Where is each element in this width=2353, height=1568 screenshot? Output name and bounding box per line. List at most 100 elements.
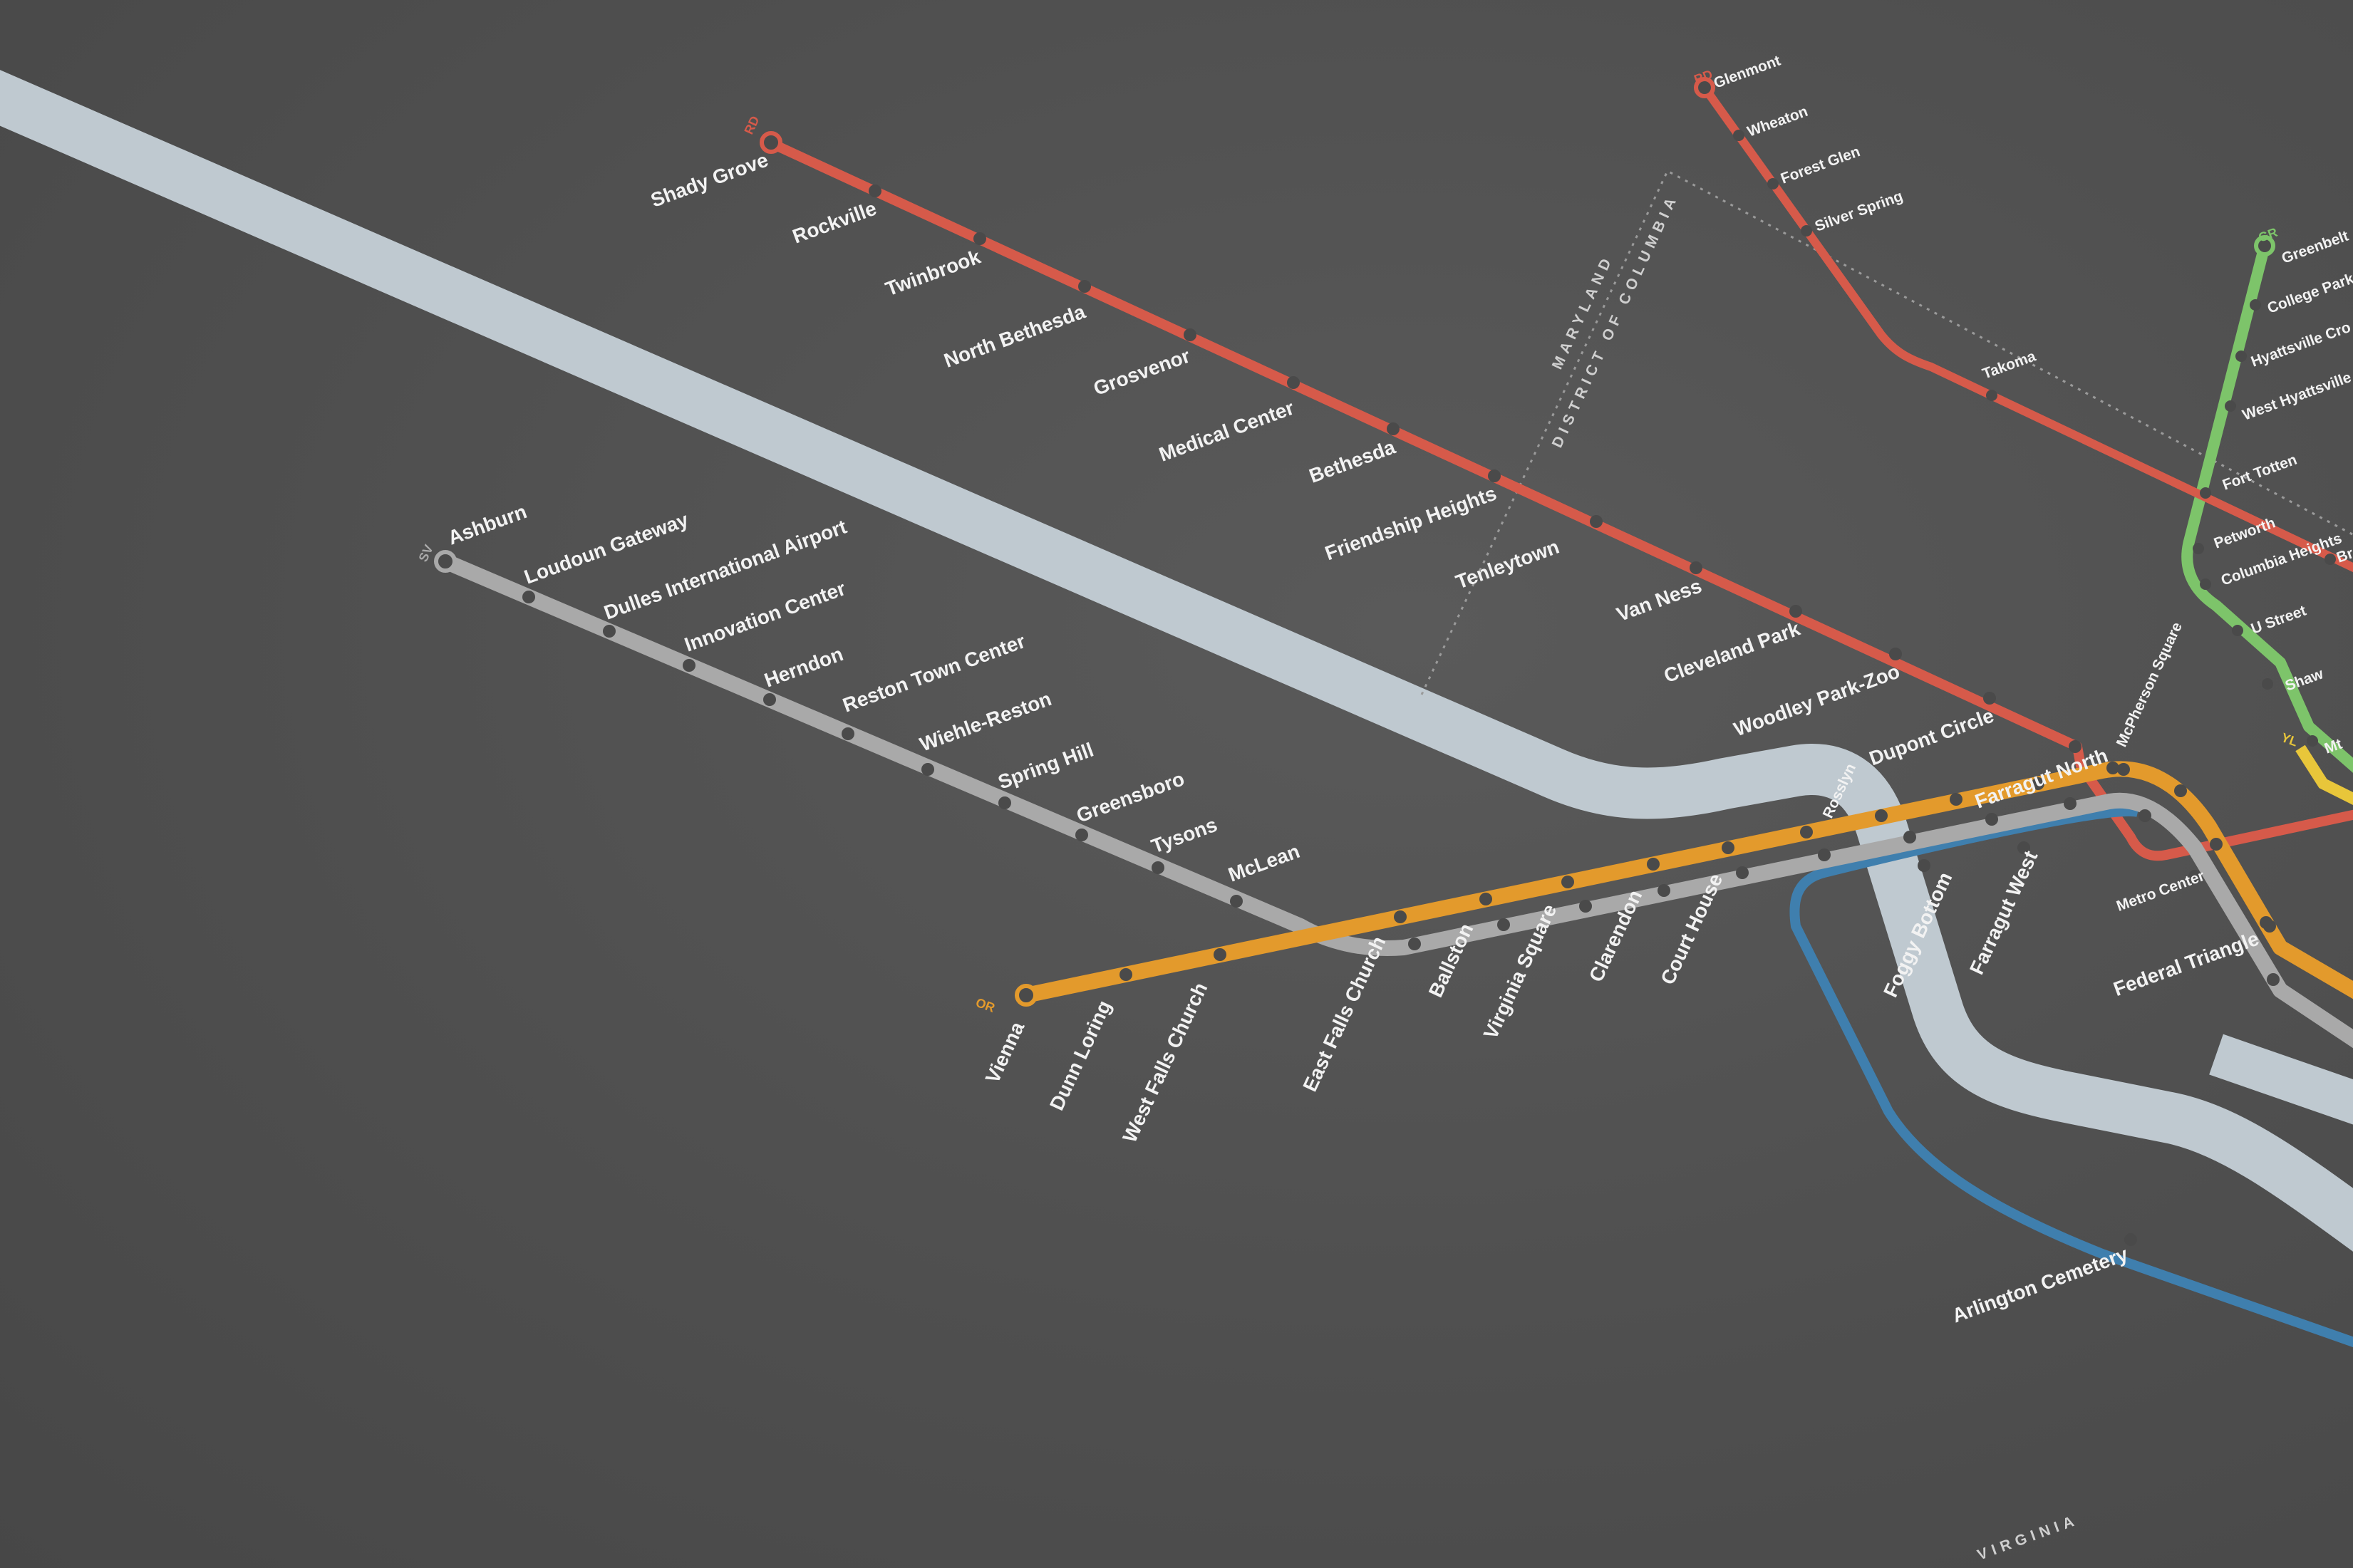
station-label-north-bethesda: North Bethesda — [941, 300, 1089, 372]
station-label-wiehle-reston: Wiehle-Reston — [916, 687, 1054, 756]
station-label-van-ness: Van Ness — [1613, 575, 1705, 626]
station-dot-bethesda — [1387, 422, 1400, 435]
station-dot-takoma — [1986, 390, 1997, 401]
station-dot-mclean — [1230, 895, 1243, 908]
station-label-mcpherson-square: McPherson Square — [2114, 620, 2186, 749]
station-label-metro-center: Metro Center — [2114, 868, 2207, 915]
station-dot-rosslyn — [1800, 826, 1813, 838]
station-dot-mcpherson-square — [2117, 763, 2130, 776]
green-line — [2181, 244, 2353, 773]
station-dot-herndon — [763, 693, 776, 706]
station-label-dunn-loring: Dunn Loring — [1045, 997, 1115, 1113]
potomac-river — [0, 70, 2353, 1252]
station-dot-friendship-heights — [1488, 469, 1501, 482]
station-label-woodley-park-zoo: Woodley Park-Zoo — [1731, 660, 1903, 741]
station-dot — [2032, 777, 2044, 790]
station-label-innovation-center: Innovation Center — [681, 577, 848, 656]
station-label-east-falls-church: East Falls Church — [1298, 933, 1390, 1094]
station-dot-reston-town-center — [842, 727, 854, 740]
station-dot-ashburn — [434, 550, 457, 573]
station-dot-rockville — [869, 185, 881, 197]
station-dot-twinbrook — [973, 232, 986, 245]
station-dot-spring-hill — [998, 796, 1011, 809]
station-dot — [2267, 973, 2280, 986]
station-label-forest-glen: Forest Glen — [1779, 143, 1863, 187]
line-tag-yellow: YL — [2280, 730, 2300, 749]
station-dot-mt — [2307, 735, 2318, 747]
station-label-federal-triangle: Federal Triangle — [2111, 928, 2262, 1001]
station-dot-columbia-heights — [2200, 578, 2211, 590]
station-label-college-park: College Park — [2265, 270, 2353, 316]
station-dot-east-falls-church — [1394, 910, 1407, 923]
station-label-ashburn: Ashburn — [445, 500, 529, 549]
station-label-friendship-heights: Friendship Heights — [1322, 482, 1499, 565]
station-dot-court-house — [1722, 841, 1734, 854]
station-label-reston-town-center: Reston Town Center — [839, 630, 1028, 717]
anacostia-river — [2209, 1034, 2353, 1125]
station-dot-tysons — [1152, 861, 1164, 874]
station-dot-silver-spring — [1801, 225, 1812, 237]
station-dot-cleveland-park — [1789, 605, 1802, 618]
station-label-greenbelt: Greenbelt — [2280, 228, 2351, 267]
station-label-u-street: U Street — [2249, 603, 2309, 638]
station-label-medical-center: Medical Center — [1156, 396, 1297, 465]
station-label-loudoun-gateway: Loudoun Gateway — [521, 508, 691, 588]
station-dot — [1950, 793, 1962, 806]
station-dot-shaw — [2262, 678, 2273, 690]
region-virginia: VIRGINIA — [1975, 1512, 2081, 1564]
station-dot — [1497, 918, 1510, 931]
station-dot-tenleytown — [1590, 515, 1603, 528]
station-label-silver-spring: Silver Spring — [1813, 188, 1905, 235]
station-dot-dupont-circle — [1983, 692, 1996, 705]
station-label-fort-totten: Fort Totten — [2220, 452, 2300, 494]
station-label-vienna: Vienna — [981, 1018, 1029, 1086]
station-dot-clarendon — [1647, 858, 1660, 871]
station-label-mclean: McLean — [1225, 840, 1303, 886]
station-dot-greensboro — [1075, 829, 1088, 841]
station-dot — [1985, 813, 1998, 826]
station-label-cleveland-park: Cleveland Park — [1661, 617, 1804, 687]
station-dot — [2064, 797, 2077, 810]
station-dot-petworth — [2193, 543, 2204, 554]
station-dot — [1875, 809, 1888, 822]
station-dot — [1736, 866, 1749, 879]
station-dot-vienna — [1015, 984, 1038, 1007]
maryland-dc-border — [1420, 169, 2353, 695]
station-dot-wheaton — [1733, 130, 1744, 141]
station-dot — [1818, 848, 1831, 861]
station-label-arlington-cemetery: Arlington Cemetery — [1949, 1242, 2131, 1326]
station-label-takoma: Takoma — [1980, 348, 2038, 382]
station-dot-loudoun-gateway — [522, 591, 535, 603]
station-dot-hyattsville-cro — [2235, 351, 2247, 362]
station-dot-federal-triangle — [2263, 920, 2276, 933]
station-dot — [1903, 831, 1916, 843]
station-label-bethesda: Bethesda — [1306, 435, 1398, 487]
station-dot-metro-center — [2210, 838, 2223, 851]
station-dot-dulles-international-airport — [603, 625, 616, 638]
station-label-tysons: Tysons — [1148, 814, 1220, 858]
station-dot-college-park — [2250, 299, 2261, 311]
line-tag-silver: SV — [415, 542, 435, 564]
station-dot-glenmont — [1694, 77, 1715, 98]
red-line-east — [1701, 85, 2353, 573]
station-dot-arlington-cemetery — [2124, 1233, 2137, 1246]
station-dot-wiehle-reston — [921, 763, 934, 776]
station-dot-north-bethesda — [1078, 280, 1091, 293]
station-dot-innovation-center — [683, 659, 695, 672]
station-dot-west-falls-church — [1214, 948, 1226, 961]
station-dot — [1658, 884, 1670, 897]
station-dot — [2188, 870, 2201, 883]
region-dc: DISTRICT OF COLUMBIA — [1549, 191, 1682, 450]
station-dot-dunn-loring — [1119, 968, 1132, 981]
station-dot — [2139, 809, 2151, 822]
station-label-tenleytown: Tenleytown — [1453, 536, 1562, 593]
line-tag-green: GR — [2257, 225, 2280, 245]
station-label-shady-grove: Shady Grove — [648, 149, 771, 212]
line-tag-orange: OR — [974, 995, 997, 1015]
station-label-grosvenor: Grosvenor — [1090, 344, 1193, 400]
station-dot-van-ness — [1690, 561, 1702, 574]
station-dot-forest-glen — [1767, 178, 1779, 189]
station-dot-woodley-park-zoo — [1889, 648, 1902, 660]
station-dot-foggy-bottom — [1918, 859, 1930, 872]
